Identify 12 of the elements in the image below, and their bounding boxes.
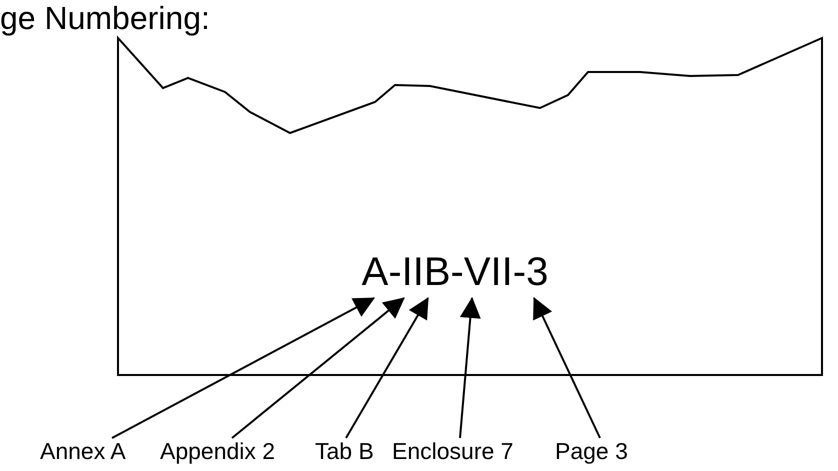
part-label: Annex A (40, 438, 132, 466)
part-label: Appendix 2 (160, 438, 282, 466)
arrow (231, 297, 405, 439)
page-number-code: A-IIB-VII-3 (330, 250, 580, 298)
part-label: Tab B (315, 438, 381, 466)
part-label: Enclosure 7 (392, 438, 524, 466)
title: ge Numbering: (0, 0, 210, 37)
arrow (345, 297, 429, 438)
arrow (533, 297, 601, 438)
arrow (459, 296, 481, 438)
part-label: Page 3 (555, 438, 631, 466)
arrow (112, 297, 375, 439)
